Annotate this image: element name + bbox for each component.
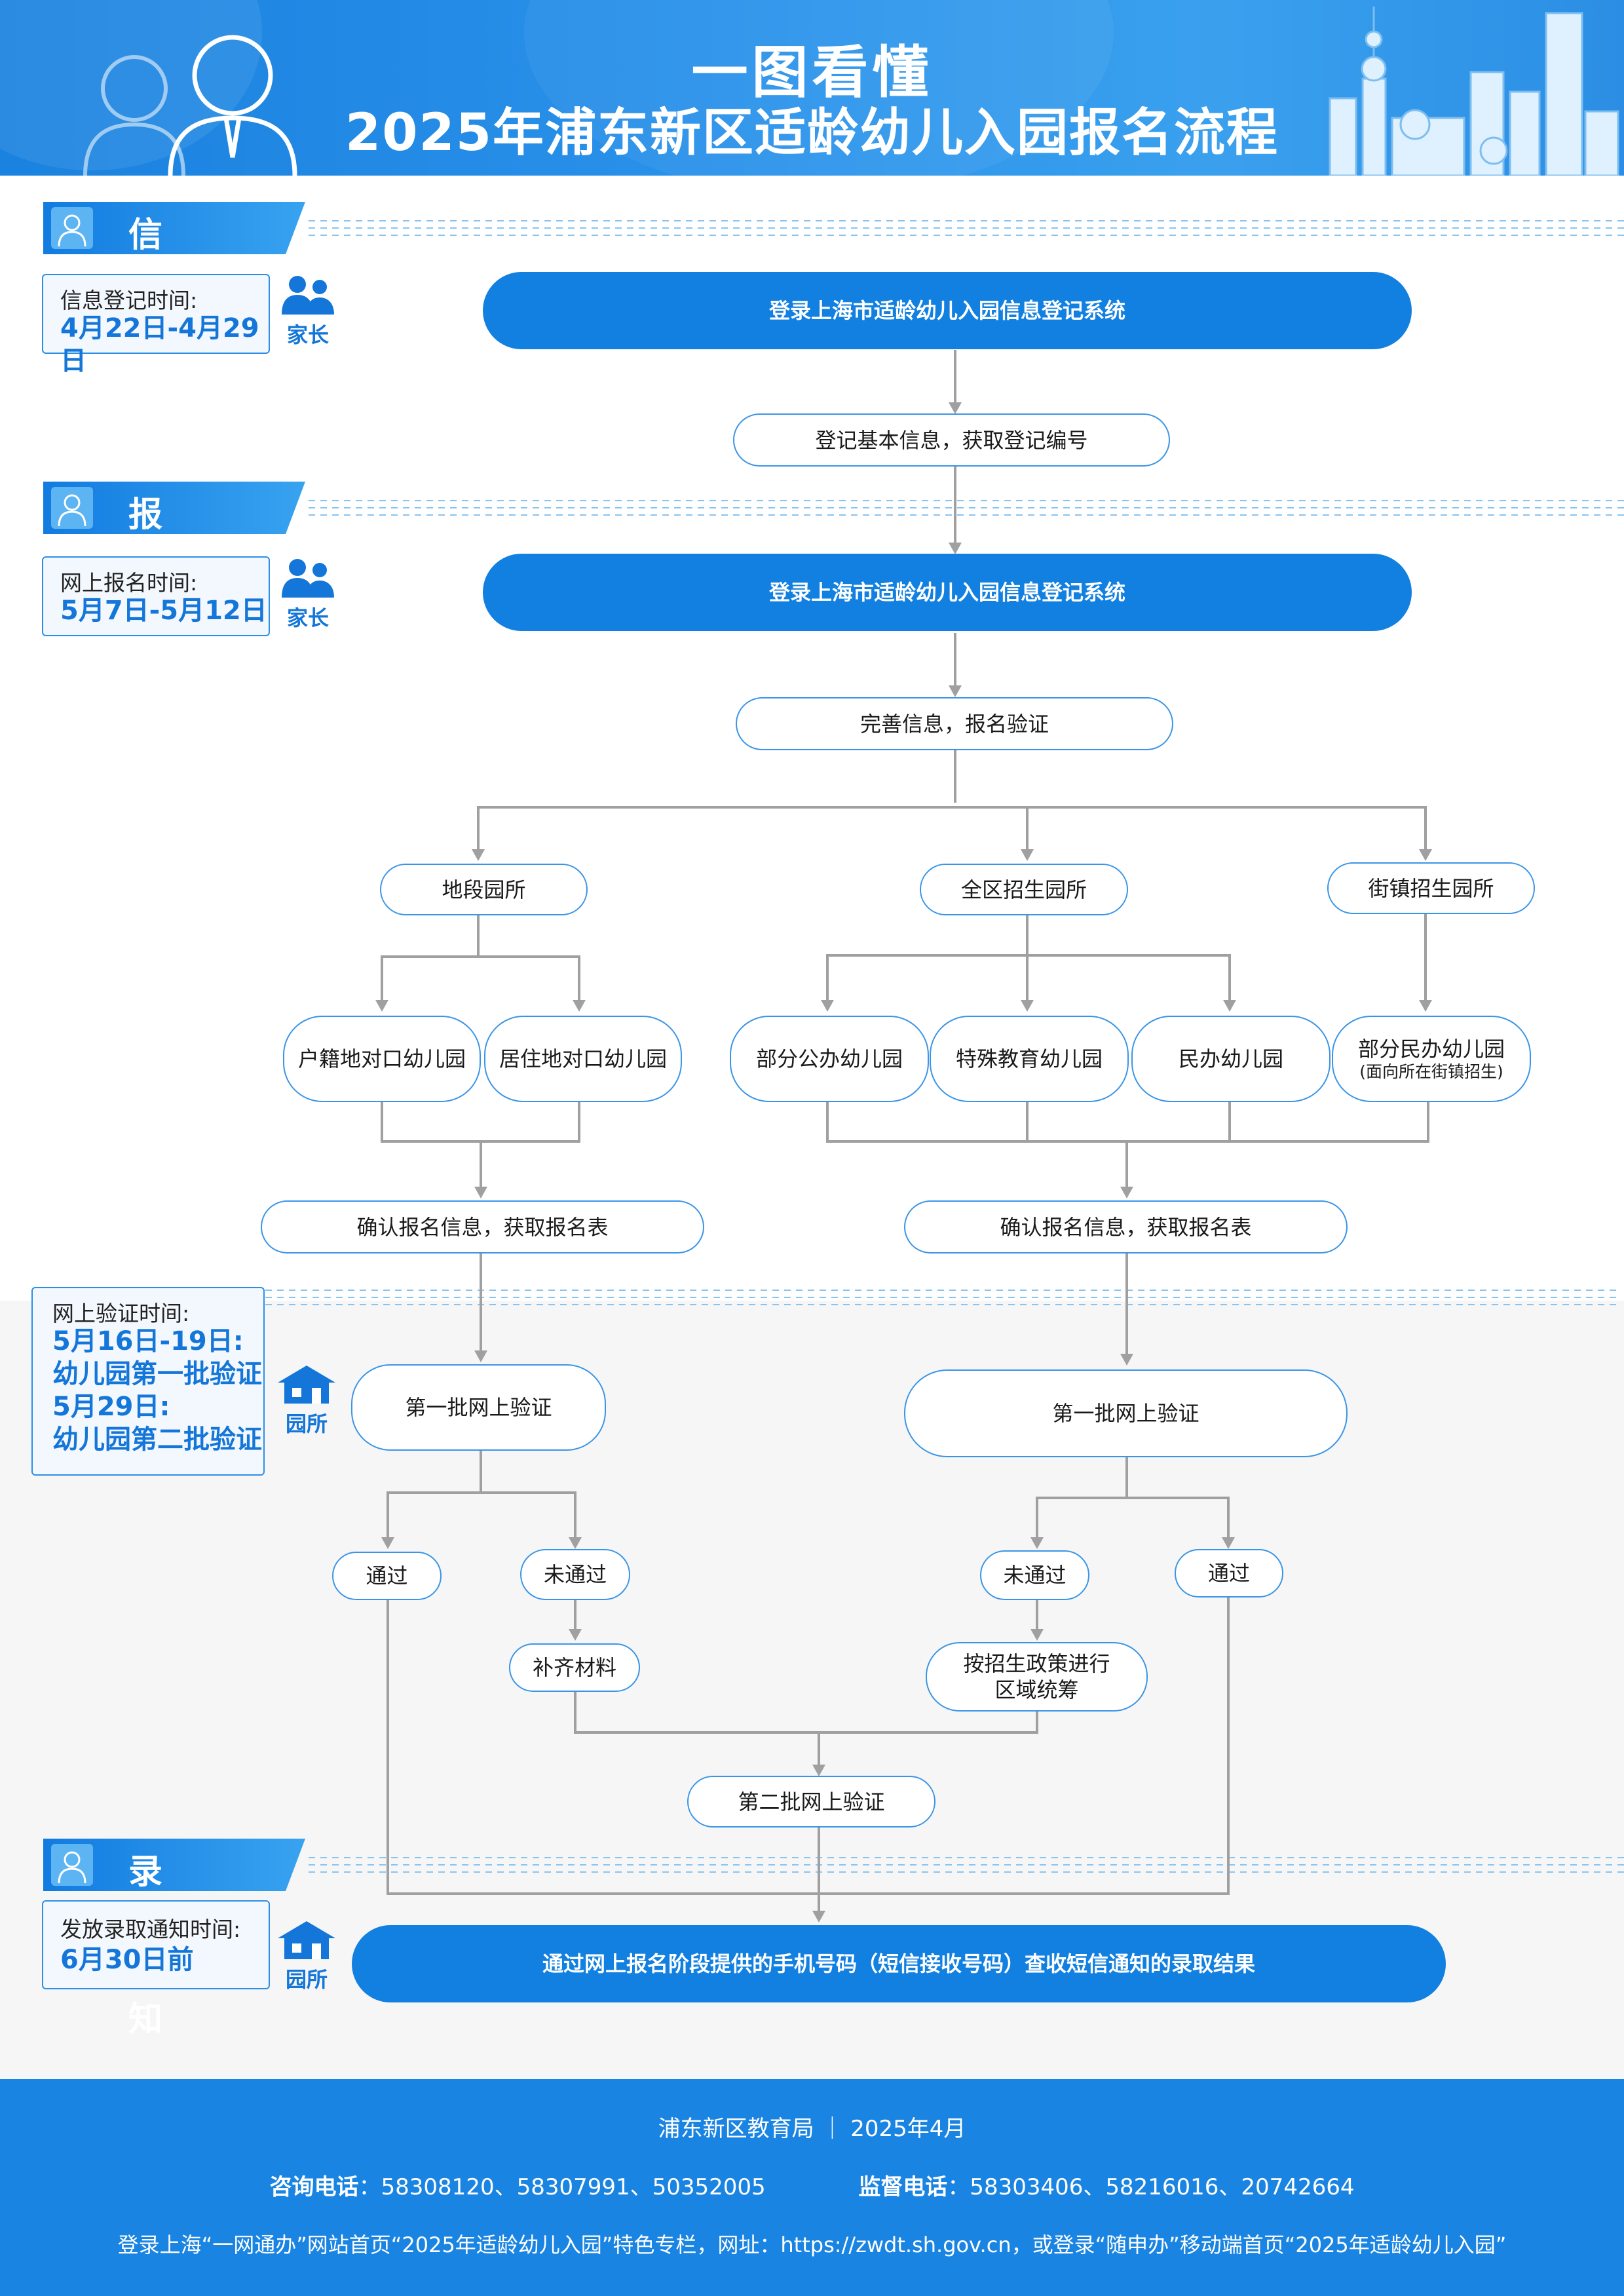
parents-icon <box>282 276 334 315</box>
connector <box>1036 1497 1230 1546</box>
role-label: 园所 <box>285 1967 328 1992</box>
node-label: 按招生政策进行 <box>963 1651 1110 1676</box>
first-batch-verification-left: 第一批网上验证 <box>351 1364 606 1451</box>
role-label: 家长 <box>286 605 329 630</box>
pass-node-right: 通过 <box>1175 1549 1283 1598</box>
admission-time-callout: 发放录取通知时间: 6月30日前 <box>42 1900 270 1989</box>
admission-result-step: 通过网上报名阶段提供的手机号码（短信接收号码）查收短信通知的录取结果 <box>352 1925 1446 2002</box>
hukou-kindergarten-node: 户籍地对口幼儿园 <box>283 1016 481 1102</box>
signup-time-callout: 网上报名时间: 5月7日-5月12日 <box>42 556 270 636</box>
first-batch-verification-right: 第一批网上验证 <box>904 1369 1348 1457</box>
pass-node-left: 通过 <box>332 1552 442 1600</box>
fail-node-left: 未通过 <box>520 1549 630 1600</box>
title-line-1: 一图看懂 <box>691 40 933 105</box>
fail-node-right: 未通过 <box>980 1550 1089 1600</box>
callout-caption: 发放录取通知时间: <box>60 1917 241 1942</box>
public-kindergarten-node: 部分公办幼儿园 <box>730 1016 929 1102</box>
node-label: 区域统筹 <box>994 1677 1079 1702</box>
verification-time-callout: 网上验证时间: 5月16日-19日: 幼儿园第一批验证 5月29日: 幼儿园第二… <box>31 1287 265 1476</box>
callout-line: 幼儿园第一批验证 <box>52 1359 262 1389</box>
complete-info-step: 完善信息，报名验证 <box>736 697 1173 750</box>
supervise-numbers: ：58303406、58216016、20742664 <box>947 2174 1355 2200</box>
regional-coordination-node: 按招生政策进行 区域统筹 <box>926 1642 1148 1712</box>
callout-dates: 4月22日-4月29日 <box>60 313 259 376</box>
callout-caption: 网上验证时间: <box>52 1301 190 1326</box>
footer-org-date: 浦东新区教育局 ｜ 2025年4月 <box>658 2116 966 2142</box>
connector <box>826 1101 1429 1143</box>
connector <box>574 1691 1038 1734</box>
parents-icon <box>282 559 334 598</box>
role-label: 园所 <box>285 1411 328 1436</box>
consult-numbers: ：58308120、58307991、50352005 <box>358 2174 766 2200</box>
connector <box>387 1596 1230 1895</box>
district-kindergarten-node: 地段园所 <box>380 864 588 915</box>
parents-illustration <box>83 35 297 176</box>
callout-caption: 网上报名时间: <box>60 570 198 596</box>
footer: 浦东新区教育局 ｜ 2025年4月 咨询电话：58308120、58307991… <box>0 2079 1624 2296</box>
supplement-materials-node: 补齐材料 <box>509 1643 640 1692</box>
skyline-illustration <box>1329 7 1619 176</box>
footer-website: 登录上海“一网通办”网站首页“2025年适龄幼儿入园”特色专栏，网址：https… <box>117 2232 1507 2257</box>
role-label: 家长 <box>286 322 329 347</box>
callout-dates: 6月30日前 <box>60 1945 194 1975</box>
house-icon <box>278 1921 335 1959</box>
footer-phones: 咨询电话：58308120、58307991、50352005 监督电话：583… <box>0 2169 1624 2201</box>
person-icon <box>51 1844 93 1886</box>
callout-line: 5月16日-19日: <box>52 1326 244 1356</box>
person-icon <box>51 207 93 249</box>
connector <box>387 1491 576 1546</box>
callout-dates: 5月7日-5月12日 <box>60 596 267 626</box>
connector <box>381 955 580 1009</box>
node-label: 部分民办幼儿园 <box>1357 1037 1505 1062</box>
callout-line: 幼儿园第二批验证 <box>52 1425 262 1455</box>
divider-lines <box>265 1290 1621 1305</box>
title-line-2: 2025年浦东新区适龄幼儿入园报名流程 <box>345 104 1279 163</box>
login-system-step: 登录上海市适龄幼儿入园信息登记系统 <box>483 272 1412 349</box>
private-kindergarten-node: 民办幼儿园 <box>1131 1016 1331 1102</box>
person-icon <box>51 487 93 529</box>
callout-caption: 信息登记时间: <box>60 288 198 313</box>
town-kindergarten-node: 街镇招生园所 <box>1327 862 1535 914</box>
registration-time-callout: 信息登记时间: 4月22日-4月29日 <box>42 274 270 376</box>
login-system-step: 登录上海市适龄幼儿入园信息登记系统 <box>483 554 1412 631</box>
connector <box>381 1101 580 1143</box>
town-private-kindergarten-node: 部分民办幼儿园 (面向所在街镇招生) <box>1332 1016 1531 1102</box>
consult-label: 咨询电话 <box>269 2174 359 2200</box>
house-icon <box>278 1366 335 1404</box>
node-note: (面向所在街镇招生) <box>1359 1062 1503 1081</box>
second-batch-verification-node: 第二批网上验证 <box>687 1776 935 1827</box>
role-kindergarten: 园所 <box>274 1363 339 1438</box>
special-education-kindergarten-node: 特殊教育幼儿园 <box>930 1016 1129 1102</box>
header-banner: 一图看懂 2025年浦东新区适龄幼儿入园报名流程 <box>0 0 1624 176</box>
connector <box>477 806 1427 858</box>
role-kindergarten: 园所 <box>274 1919 339 1993</box>
confirm-info-step-right: 确认报名信息，获取报名表 <box>904 1200 1348 1253</box>
residence-kindergarten-node: 居住地对口幼儿园 <box>484 1016 682 1102</box>
supervise-label: 监督电话 <box>858 2174 948 2200</box>
citywide-kindergarten-node: 全区招生园所 <box>920 864 1128 915</box>
callout-line: 5月29日: <box>52 1392 170 1422</box>
role-parent: 家长 <box>275 557 341 632</box>
register-basic-info-step: 登记基本信息，获取登记编号 <box>733 413 1170 467</box>
confirm-info-step-left: 确认报名信息，获取报名表 <box>261 1200 704 1253</box>
role-parent: 家长 <box>275 274 341 349</box>
